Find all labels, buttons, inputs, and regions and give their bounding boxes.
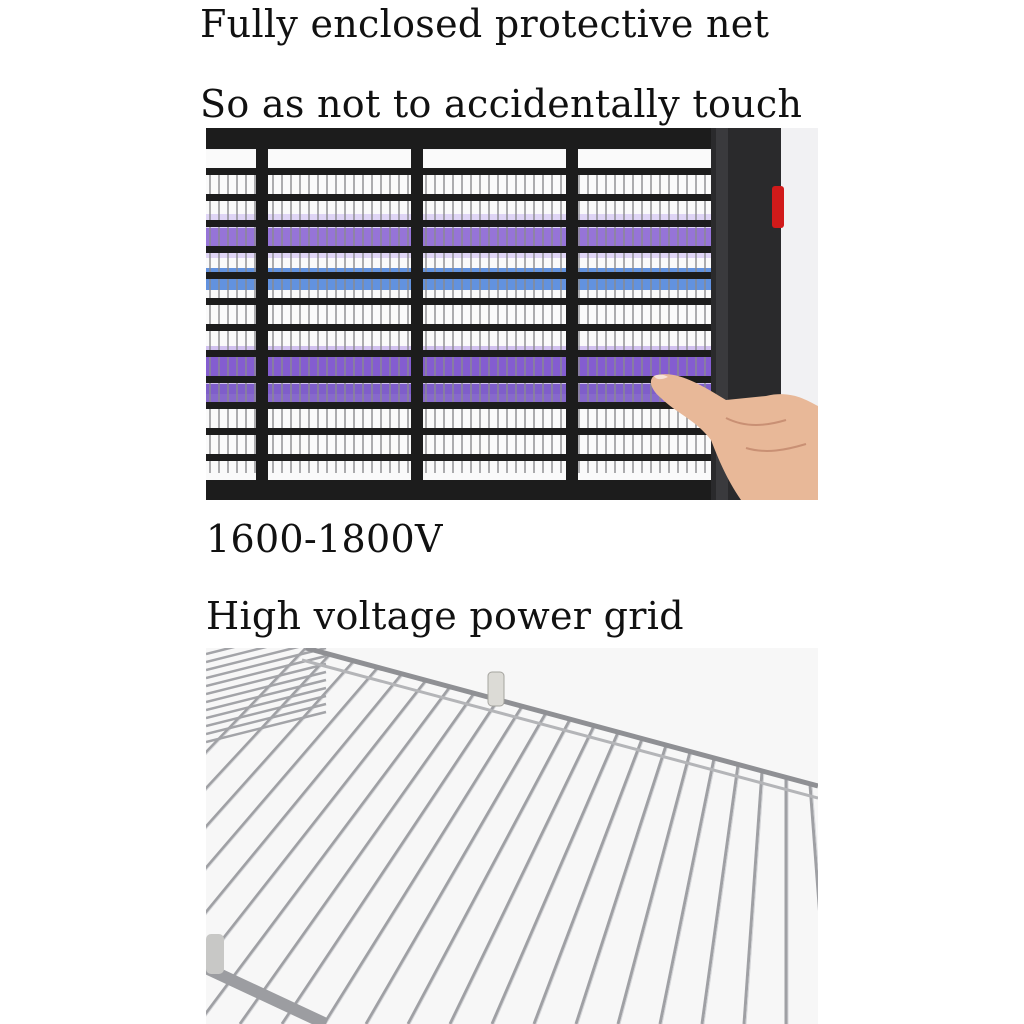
voltage-label: 1600-1800V (206, 517, 443, 561)
steel-grid-photo (206, 648, 818, 1024)
power-switch-icon (772, 186, 784, 228)
caption-protective-net: Fully enclosed protective net (200, 2, 770, 46)
caption-accidental-touch: So as not to accidentally touch (200, 82, 803, 126)
protective-net-photo (206, 128, 818, 500)
caption-power-grid: High voltage power grid (206, 594, 684, 638)
